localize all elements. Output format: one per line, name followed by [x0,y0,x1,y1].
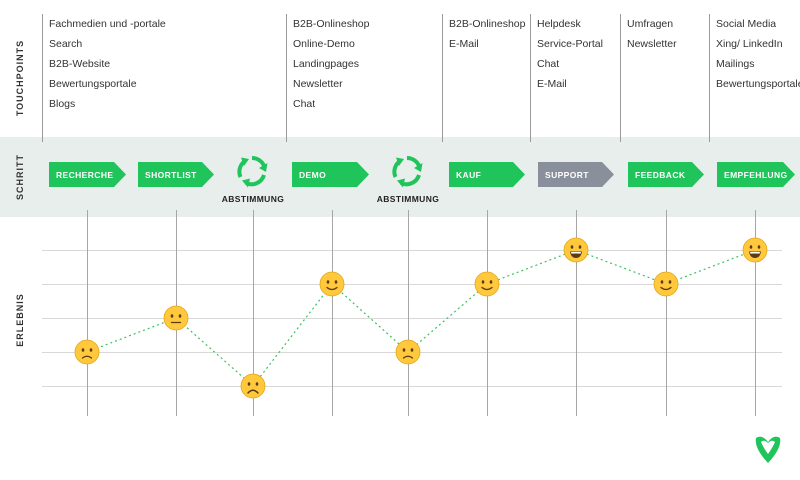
step-demo: DEMO [292,162,369,187]
touchpoint-column-empfehlung: Social Media Xing/ LinkedIn Mailings Bew… [716,14,800,94]
neutral-face-icon [163,305,189,331]
step-timeline [332,210,333,416]
touchpoint-divider [530,14,531,142]
touchpoint-column-demo: B2B-Onlineshop Online-Demo Landingpages … [293,14,369,114]
very-sad-face-icon [240,373,266,399]
step-label: SUPPORT [545,169,589,180]
recycle-arrows-icon [237,155,268,188]
touchpoint-item: E-Mail [537,78,567,90]
happy-face-icon [319,271,345,297]
touchpoint-divider [42,14,43,142]
touchpoint-item: Mailings [716,58,755,70]
step-empfehlung: EMPFEHLUNG [717,162,795,187]
happy-face-icon [474,271,500,297]
touchpoint-item: Chat [293,98,316,110]
touchpoint-item: Newsletter [627,38,677,50]
step-timeline [487,210,488,416]
sad-face-icon [74,339,100,365]
touchpoint-item: Social Media [716,18,777,30]
touchpoint-item: B2B-Onlineshop [293,18,370,30]
sad-face-icon [395,339,421,365]
touchpoint-item: Online-Demo [293,38,355,50]
touchpoint-item: Blogs [49,98,76,110]
step-abstimmung-2: ABSTIMMUNG [376,194,440,204]
step-timeline [666,210,667,416]
touchpoint-item: Search [49,38,83,50]
touchpoint-column-recherche: Fachmedien und -portale Search B2B-Websi… [49,14,166,114]
step-label: DEMO [299,169,327,180]
touchpoint-column-support: Helpdesk Service-Portal Chat E-Mail [537,14,603,94]
step-feedback: FEEDBACK [628,162,704,187]
touchpoint-item: B2B-Onlineshop [449,18,526,30]
step-timeline [87,210,88,416]
touchpoint-item: Umfragen [627,18,674,30]
touchpoint-item: Helpdesk [537,18,581,30]
step-abstimmung-1: ABSTIMMUNG [221,194,285,204]
step-label: SHORTLIST [145,169,197,180]
step-timeline [755,210,756,416]
touchpoint-item: Fachmedien und -portale [49,18,166,30]
touchpoint-column-feedback: Umfragen Newsletter [627,14,677,54]
heart-logo-icon [755,436,781,463]
grid-line [42,284,782,285]
happy-face-icon [653,271,679,297]
touchpoint-item: Newsletter [293,78,343,90]
grid-line [42,318,782,319]
touchpoint-item: Bewertungsportale [716,78,800,90]
step-timeline [253,210,254,416]
touchpoint-item: B2B-Website [49,58,111,70]
step-label: RECHERCHE [56,169,114,180]
step-label: KAUF [456,169,482,180]
step-label: EMPFEHLUNG [724,169,788,180]
very-happy-face-icon [742,237,768,263]
touchpoint-item: Xing/ LinkedIn [716,38,783,50]
grid-line [42,250,782,251]
step-shortlist: SHORTLIST [138,162,214,187]
touchpoint-divider [286,14,287,142]
touchpoint-item: Service-Portal [537,38,603,50]
step-label: FEEDBACK [635,169,686,180]
touchpoint-column-kauf: B2B-Onlineshop E-Mail [449,14,525,54]
touchpoint-divider [442,14,443,142]
touchpoint-divider [709,14,710,142]
step-kauf: KAUF [449,162,525,187]
step-timeline [576,210,577,416]
step-timeline [408,210,409,416]
step-support: SUPPORT [538,162,614,187]
recycle-arrows-icon [392,155,423,188]
touchpoint-item: Landingpages [293,58,359,70]
step-recherche: RECHERCHE [49,162,126,187]
touchpoint-divider [620,14,621,142]
very-happy-face-icon [563,237,589,263]
touchpoint-item: Chat [537,58,560,70]
touchpoint-item: Bewertungsportale [49,78,137,90]
grid-line [42,386,782,387]
touchpoint-item: E-Mail [449,38,479,50]
